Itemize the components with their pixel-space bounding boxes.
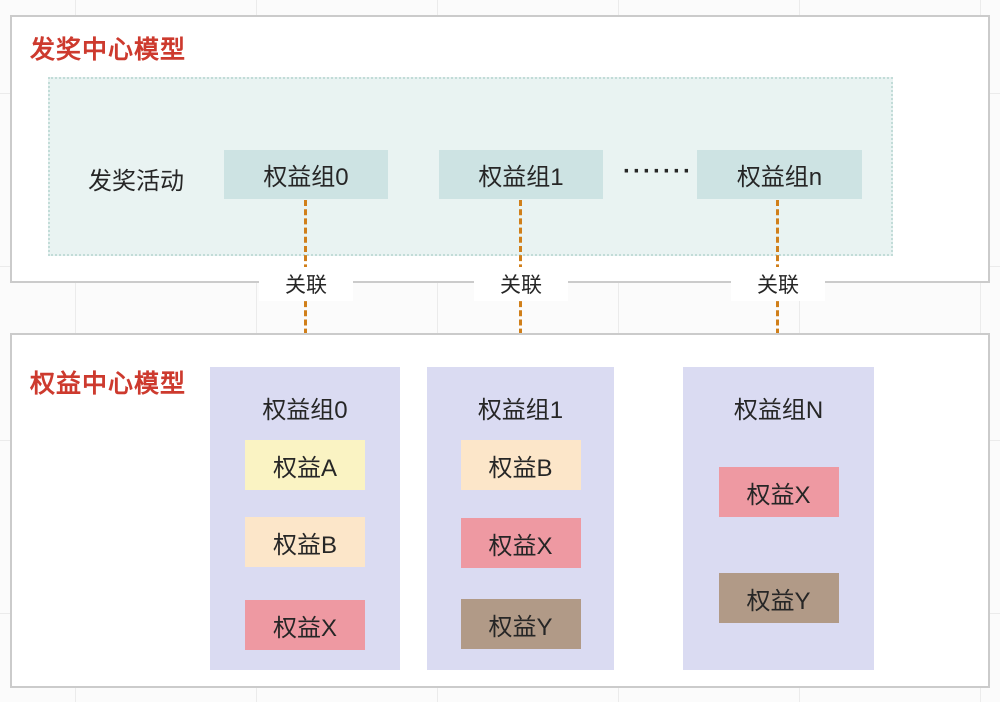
benefit-group-n: 权益组N 权益X 权益Y [683,367,874,670]
benefit-item: 权益X [460,518,581,568]
award-benefit-group-n: 权益组n [697,150,862,199]
award-activity-label: 发奖活动 [88,168,184,195]
groups-ellipsis: ······· [623,158,693,185]
benefit-group-0: 权益组0 权益A 权益B 权益X [210,367,400,670]
benefit-center-title: 权益中心模型 [30,370,187,398]
association-label: 关联 [731,267,825,301]
association-label: 关联 [474,267,568,301]
benefit-item: 权益B [460,440,581,490]
award-benefit-group-0: 权益组0 [224,150,388,199]
benefit-item: 权益X [718,467,839,517]
award-center-title: 发奖中心模型 [30,36,187,64]
benefit-item: 权益B [245,517,365,567]
benefit-group-title: 权益组1 [477,397,564,424]
benefit-group-title: 权益组0 [262,397,348,424]
benefit-item: 权益Y [460,599,581,649]
benefit-group-1: 权益组1 权益B 权益X 权益Y [427,367,614,670]
benefit-item: 权益A [245,440,365,490]
award-benefit-group-1: 权益组1 [439,150,603,199]
benefit-item: 权益X [245,600,365,650]
association-label: 关联 [259,267,353,301]
benefit-item: 权益Y [718,573,839,623]
benefit-group-title: 权益组N [733,397,824,424]
